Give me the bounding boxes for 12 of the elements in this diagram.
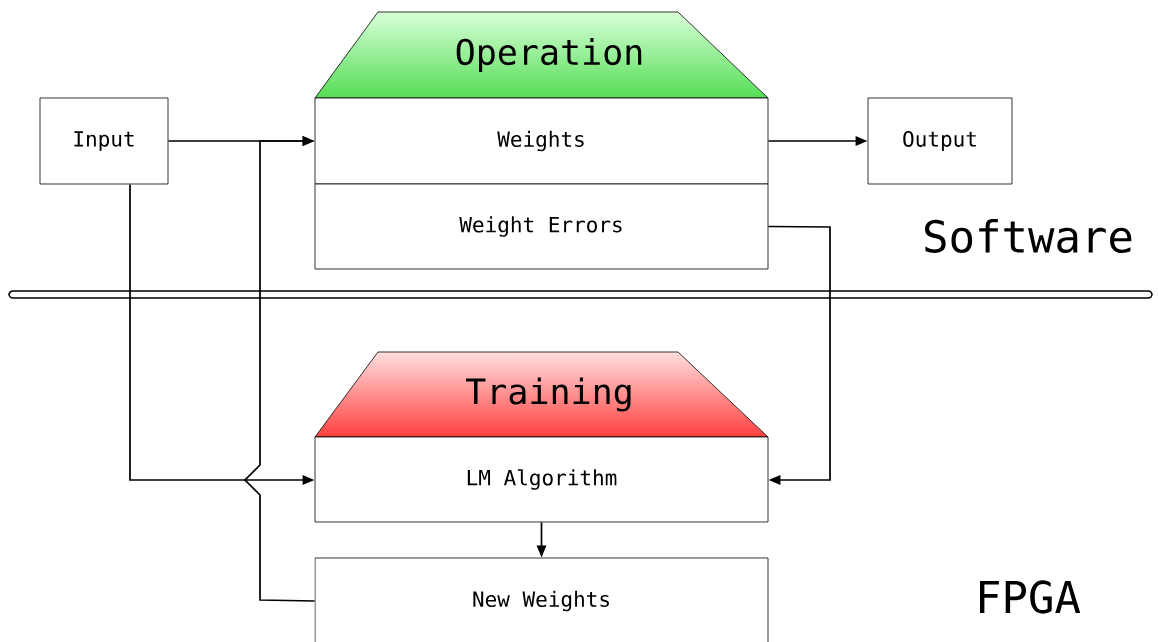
arrow xyxy=(243,136,316,602)
region-label: Software xyxy=(925,218,1132,254)
process-box: Output xyxy=(867,97,1013,185)
section-header: Training xyxy=(314,351,769,438)
process-box: Weights xyxy=(314,97,769,185)
process-box: Weight Errors xyxy=(314,183,769,270)
section-header: Operation xyxy=(314,11,769,99)
arrow xyxy=(767,225,831,485)
region-label: FPGA xyxy=(980,580,1081,614)
process-box: New Weights xyxy=(314,557,769,642)
process-box: Input xyxy=(39,97,169,185)
process-box: LM Algorithm xyxy=(314,436,769,523)
